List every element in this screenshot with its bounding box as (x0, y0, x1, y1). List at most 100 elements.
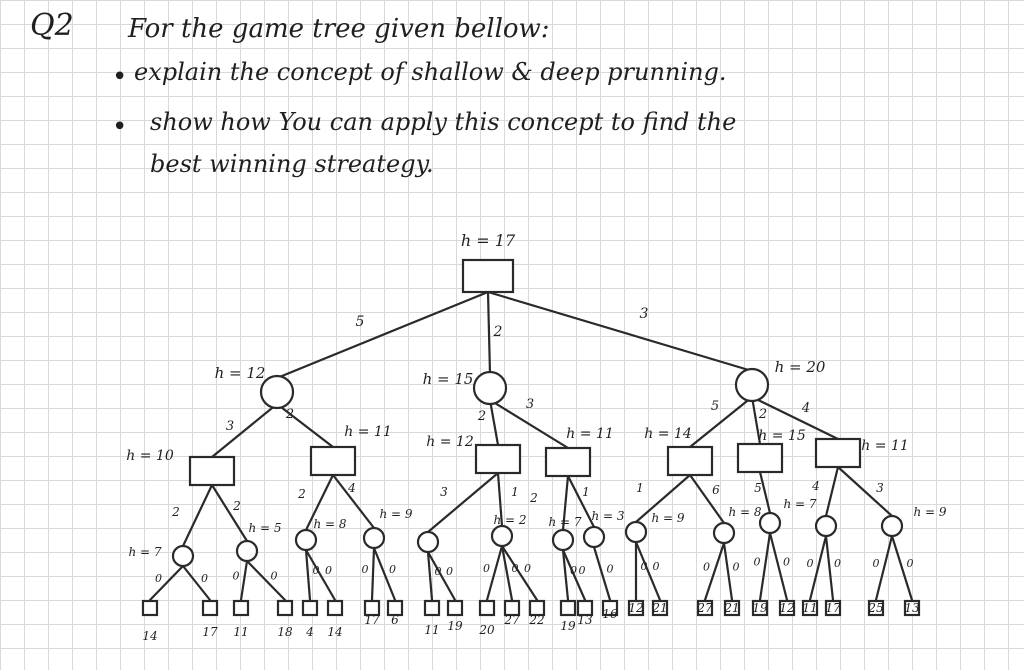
leaf-node-23 (824, 599, 842, 617)
leaf-node-2 (232, 599, 250, 617)
leaf-value-18: 27 (696, 601, 713, 615)
leaf-edge-label-24: 0 (873, 557, 880, 570)
l3-h-label-7: h = 3 (591, 509, 624, 523)
question-intro: For the game tree given bellow: (128, 14, 550, 44)
l2-node-4 (666, 445, 714, 477)
leaf-node-10 (478, 599, 496, 617)
leaf-node-18 (696, 599, 714, 617)
edge-l2-to-l3-7 (566, 474, 596, 529)
l3-edge-label-6: 2 (529, 491, 538, 505)
l3-h-label-5: h = 2 (493, 513, 526, 527)
leaf-node-24 (867, 599, 885, 617)
leaf-value-9: 19 (447, 619, 463, 633)
l2-edge-label-5: 2 (758, 407, 767, 422)
bullet-dot-2: • (112, 112, 128, 142)
leaf-edge-label-4: 0 (313, 564, 320, 577)
l3-h-label-6: h = 7 (548, 515, 581, 529)
edge-l1-to-l2-0 (210, 402, 279, 459)
l3-edge-label-4: 3 (440, 485, 448, 499)
leaf-edge-label-14: 0 (579, 564, 586, 577)
leaf-node-14 (576, 599, 594, 617)
edge-root-to-l1-2 (486, 290, 754, 373)
edge-l2-to-l3-8 (634, 473, 692, 524)
edge-l3-to-leaf-22 (808, 534, 828, 602)
edge-l3-to-leaf-10 (485, 544, 504, 602)
l3-node-2 (294, 528, 318, 552)
leaf-edge-label-22: 0 (807, 557, 814, 570)
leaf-edge-label-11: 0 (512, 562, 519, 575)
l3-h-label-2: h = 8 (313, 517, 346, 531)
edge-l3-to-leaf-20 (758, 531, 772, 602)
l3-edge-label-12: 3 (876, 481, 884, 495)
edge-l1-to-l2-1 (275, 402, 335, 449)
leaf-node-7 (386, 599, 404, 617)
edge-l3-to-leaf-18 (703, 541, 726, 602)
bullet-1-text: explain the concept of shallow & deep pr… (134, 58, 727, 86)
question-number: Q2 (30, 8, 74, 43)
leaf-edge-label-10: 0 (483, 562, 490, 575)
l3-node-0 (171, 544, 195, 568)
l3-node-11 (814, 514, 838, 538)
l3-h-label-1: h = 5 (248, 521, 281, 535)
leaf-edge-label-8: 0 (435, 565, 442, 578)
edge-l3-to-leaf-17 (634, 540, 662, 602)
edge-l2-to-l3-6 (561, 474, 570, 532)
l2-node-6 (814, 437, 862, 469)
edge-l3-to-leaf-5 (304, 548, 337, 602)
l2-node-1 (309, 445, 357, 477)
l2-h-label-4: h = 14 (644, 426, 691, 442)
l2-edge-label-1: 2 (285, 407, 294, 422)
leaf-edge-label-19: 0 (733, 561, 740, 574)
edge-l3-to-leaf-14 (561, 548, 587, 602)
leaf-node-22 (801, 599, 819, 617)
leaf-edge-label-17: 0 (653, 560, 660, 573)
leaf-node-17 (651, 599, 669, 617)
leaf-edge-label-2: 0 (233, 570, 240, 583)
l2-edge-label-0: 3 (226, 419, 234, 434)
l1-node-1 (472, 370, 508, 406)
leaf-node-16 (627, 599, 645, 617)
l3-edge-label-3: 4 (347, 481, 356, 495)
edge-l2-to-l3-9 (688, 473, 726, 525)
l1-node-2 (734, 367, 770, 403)
edge-l1-to-l2-3 (488, 398, 570, 450)
leaf-edge-label-0: 0 (155, 572, 162, 585)
leaf-edge-label-15: 0 (607, 563, 614, 576)
leaf-value-1: 17 (202, 625, 218, 639)
l2-h-label-1: h = 11 (344, 424, 391, 440)
leaf-value-13: 19 (560, 619, 576, 633)
leaf-node-4 (301, 599, 319, 617)
leaf-value-21: 12 (779, 601, 794, 615)
bullet-2-text-line2: best winning streategy. (150, 150, 434, 178)
l3-h-label-11: h = 7 (783, 497, 816, 511)
leaf-value-6: 17 (364, 613, 380, 627)
l3-node-8 (624, 520, 648, 544)
l3-node-4 (416, 530, 440, 554)
root-node (461, 258, 515, 294)
leaf-node-20 (751, 599, 769, 617)
l3-h-label-12: h = 9 (913, 505, 946, 519)
leaf-node-12 (528, 599, 546, 617)
leaf-value-15: 16 (602, 607, 618, 621)
edge-l3-to-leaf-8 (426, 550, 434, 602)
l1-node-0 (259, 374, 295, 410)
l2-edge-label-2: 2 (477, 409, 486, 424)
l2-edge-label-6: 4 (801, 401, 810, 416)
edge-l2-to-l3-10 (758, 470, 772, 515)
edge-l2-to-l3-4 (426, 471, 500, 534)
edge-l3-to-leaf-21 (768, 531, 789, 602)
l3-node-7 (582, 525, 606, 549)
l2-h-label-6: h = 11 (861, 438, 908, 454)
leaf-node-15 (601, 599, 619, 617)
l3-h-label-8: h = 9 (651, 511, 684, 525)
l3-edge-label-7: 1 (582, 485, 590, 499)
edge-l3-to-leaf-1 (181, 564, 212, 602)
leaf-edge-label-5: 0 (325, 564, 332, 577)
leaf-value-10: 20 (478, 623, 495, 637)
leaf-node-21 (778, 599, 796, 617)
leaf-edge-label-21: 0 (783, 556, 790, 569)
edge-l1-to-l2-6 (750, 395, 840, 441)
l3-h-label-0: h = 7 (128, 545, 161, 559)
leaf-node-3 (276, 599, 294, 617)
bullet-dot-1: • (112, 62, 128, 92)
